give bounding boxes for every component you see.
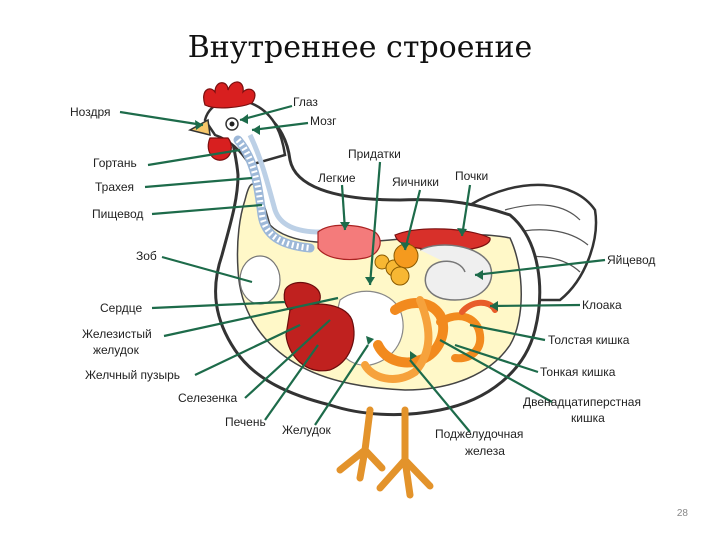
label-gortan: Гортань [93, 156, 137, 170]
label-zhelchny: Желчный пузырь [85, 368, 180, 382]
label-yaichniki: Яичники [392, 175, 439, 189]
labels: Ноздря Глаз Мозг Гортань Трахея Пищевод … [70, 95, 655, 458]
label-kloaka: Клоака [582, 298, 622, 312]
label-pishchevod: Пищевод [92, 207, 143, 221]
label-yaytsevod: Яйцевод [607, 253, 655, 267]
label-tolstaya: Толстая кишка [548, 333, 630, 347]
oviduct [419, 244, 493, 301]
esophagus [247, 133, 321, 235]
label-legkie: Легкие [318, 171, 356, 185]
label-dvenad2: кишка [571, 411, 605, 425]
label-zheludok-word: желудок [93, 343, 140, 357]
label-pridatki: Придатки [348, 147, 401, 161]
slide-title: Внутреннее строение [187, 30, 533, 65]
label-pechen: Печень [225, 415, 266, 429]
comb [203, 81, 256, 109]
wattle [207, 137, 232, 161]
legs [336, 406, 434, 499]
label-traheya: Трахея [95, 180, 134, 194]
lungs [317, 224, 381, 261]
label-zheludok: Желудок [282, 423, 331, 437]
label-zob: Зоб [136, 249, 157, 263]
leader-arrow-tips [195, 114, 498, 360]
label-dvenad1: Двенадцатиперстная [523, 395, 641, 409]
label-zhelezisty: Железистый [82, 327, 152, 341]
leader-lines [119, 104, 606, 433]
label-nozdrya: Ноздря [70, 105, 110, 119]
label-tonkaya: Тонкая кишка [540, 365, 616, 379]
liver [285, 303, 355, 372]
intestines [361, 296, 498, 383]
label-selezenka: Селезенка [178, 391, 238, 405]
label-podzhel2: железа [465, 444, 505, 458]
label-podzhel1: Поджелудочная [435, 427, 523, 441]
label-serdce: Сердце [100, 301, 142, 315]
page-number: 28 [676, 508, 688, 519]
label-glaz: Глаз [293, 95, 318, 109]
label-mozg: Мозг [310, 114, 337, 128]
ovaries [374, 243, 419, 286]
beak [187, 118, 211, 136]
label-pochki: Почки [455, 169, 488, 183]
